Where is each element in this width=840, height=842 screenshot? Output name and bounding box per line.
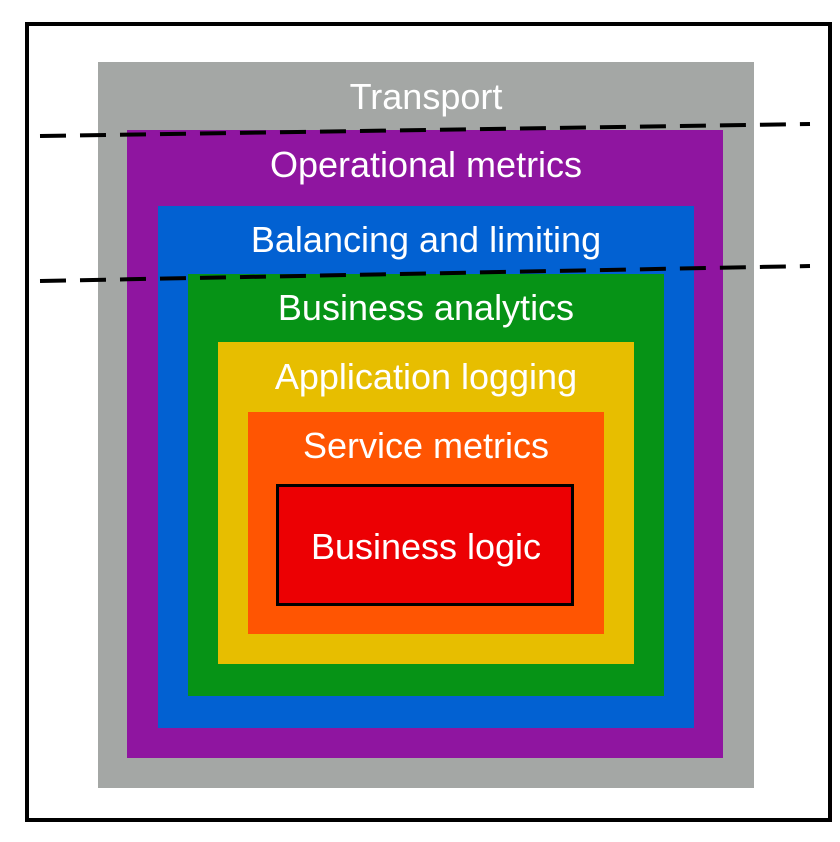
label-business-analytics: Business analytics [277,287,575,328]
label-business-logic: Business logic [310,526,542,567]
label-operational-metrics: Operational metrics [269,144,583,185]
layer-business-logic [276,484,574,606]
label-service-metrics: Service metrics [302,425,550,466]
label-balancing-and-limiting: Balancing and limiting [250,219,602,260]
label-application-logging: Application logging [274,356,578,397]
label-transport: Transport [349,76,503,117]
